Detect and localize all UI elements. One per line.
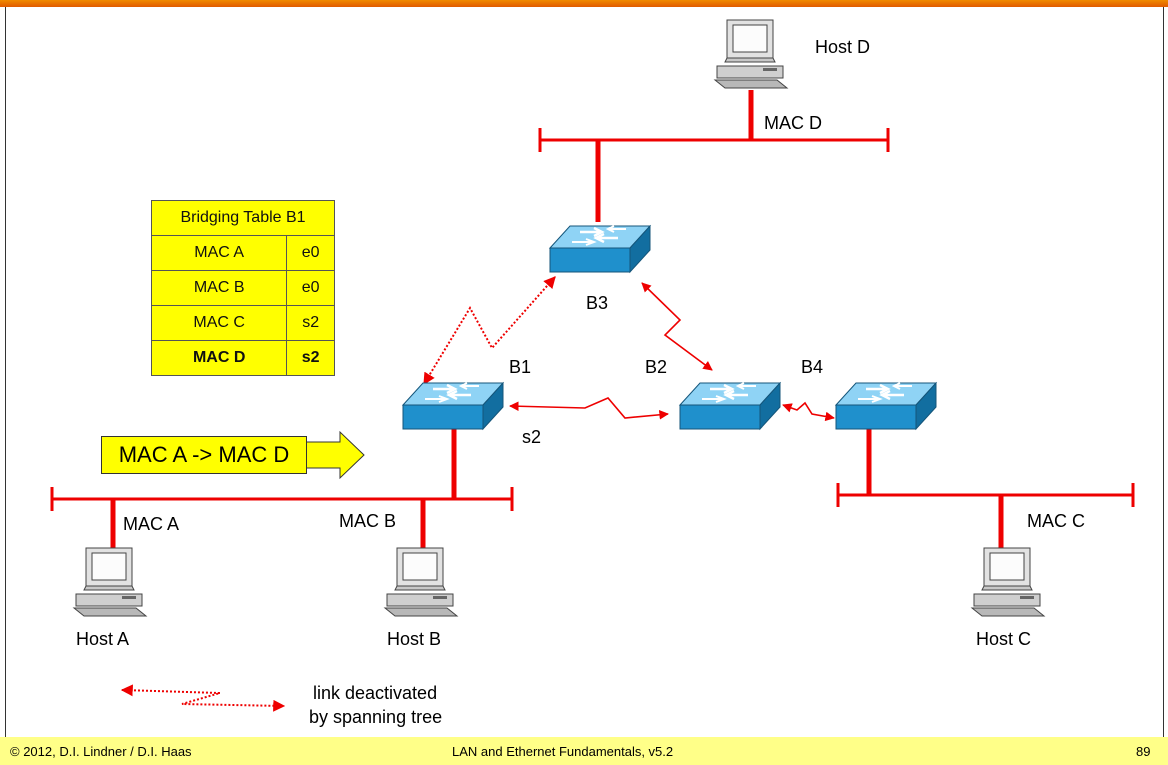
- table-cell-port: s2: [286, 305, 335, 341]
- bridge-b3-icon: [548, 224, 652, 274]
- host-c-computer-icon: [971, 547, 1045, 617]
- bridge-b4-icon: [834, 381, 938, 431]
- slide-border-left: [5, 7, 6, 737]
- link-b1-b3-deactivated: [423, 276, 556, 386]
- link-b2-b4: [782, 401, 835, 422]
- frame-direction-arrow-icon: [305, 430, 365, 480]
- link-b3-b2: [641, 282, 713, 371]
- host-d-label: Host D: [815, 37, 871, 57]
- table-row: MAC C s2: [150, 305, 335, 341]
- host-a-computer-icon: [73, 547, 147, 617]
- bridge-b4-label: B4: [801, 357, 824, 377]
- mac-a-label: MAC A: [123, 514, 180, 534]
- table-row: MAC D s2: [150, 340, 335, 376]
- table-cell-port: s2: [286, 340, 335, 376]
- mac-d-label: MAC D: [764, 113, 822, 133]
- table-row: MAC B e0: [150, 270, 335, 306]
- footer-copyright: © 2012, D.I. Lindner / D.I. Haas: [10, 744, 192, 759]
- bridging-table-title: Bridging Table B1: [151, 200, 335, 236]
- slide-footer: © 2012, D.I. Lindner / D.I. Haas LAN and…: [0, 737, 1168, 765]
- table-cell-port: e0: [286, 235, 335, 271]
- bridge-b1-label: B1: [509, 357, 532, 377]
- port-s2-label: s2: [522, 427, 542, 447]
- host-b-computer-icon: [384, 547, 458, 617]
- bridging-table: Bridging Table B1 MAC A e0 MAC B e0 MAC …: [150, 200, 335, 376]
- bridge-b1-icon: [401, 381, 505, 431]
- footer-course-title: LAN and Ethernet Fundamentals, v5.2: [452, 744, 674, 759]
- mac-b-label: MAC B: [339, 511, 397, 531]
- bridge-b2-label: B2: [645, 357, 668, 377]
- host-c-label: Host C: [976, 629, 1032, 649]
- legend-text-line2: by spanning tree: [309, 707, 443, 727]
- table-cell-mac: MAC C: [150, 305, 288, 341]
- slide-border-right: [1163, 7, 1164, 737]
- host-b-label: Host B: [387, 629, 442, 649]
- mac-c-label: MAC C: [1027, 511, 1085, 531]
- table-cell-mac: MAC B: [150, 270, 288, 306]
- bridge-b3-label: B3: [586, 293, 609, 313]
- link-b1-b2: [509, 397, 669, 420]
- host-d-computer-icon: [714, 19, 788, 89]
- host-a-label: Host A: [76, 629, 130, 649]
- footer-page-number: 89: [1136, 744, 1151, 759]
- bridge-b2-icon: [678, 381, 782, 431]
- table-cell-mac: MAC A: [150, 235, 288, 271]
- table-cell-mac: MAC D: [150, 340, 288, 376]
- legend-text-line1: link deactivated: [313, 683, 438, 703]
- legend-dotted-link-icon: [120, 684, 286, 712]
- table-cell-port: e0: [286, 270, 335, 306]
- title-bar-accent: [0, 0, 1168, 7]
- frame-flow-label: MAC A -> MAC D: [101, 436, 307, 474]
- table-row: MAC A e0: [150, 235, 335, 271]
